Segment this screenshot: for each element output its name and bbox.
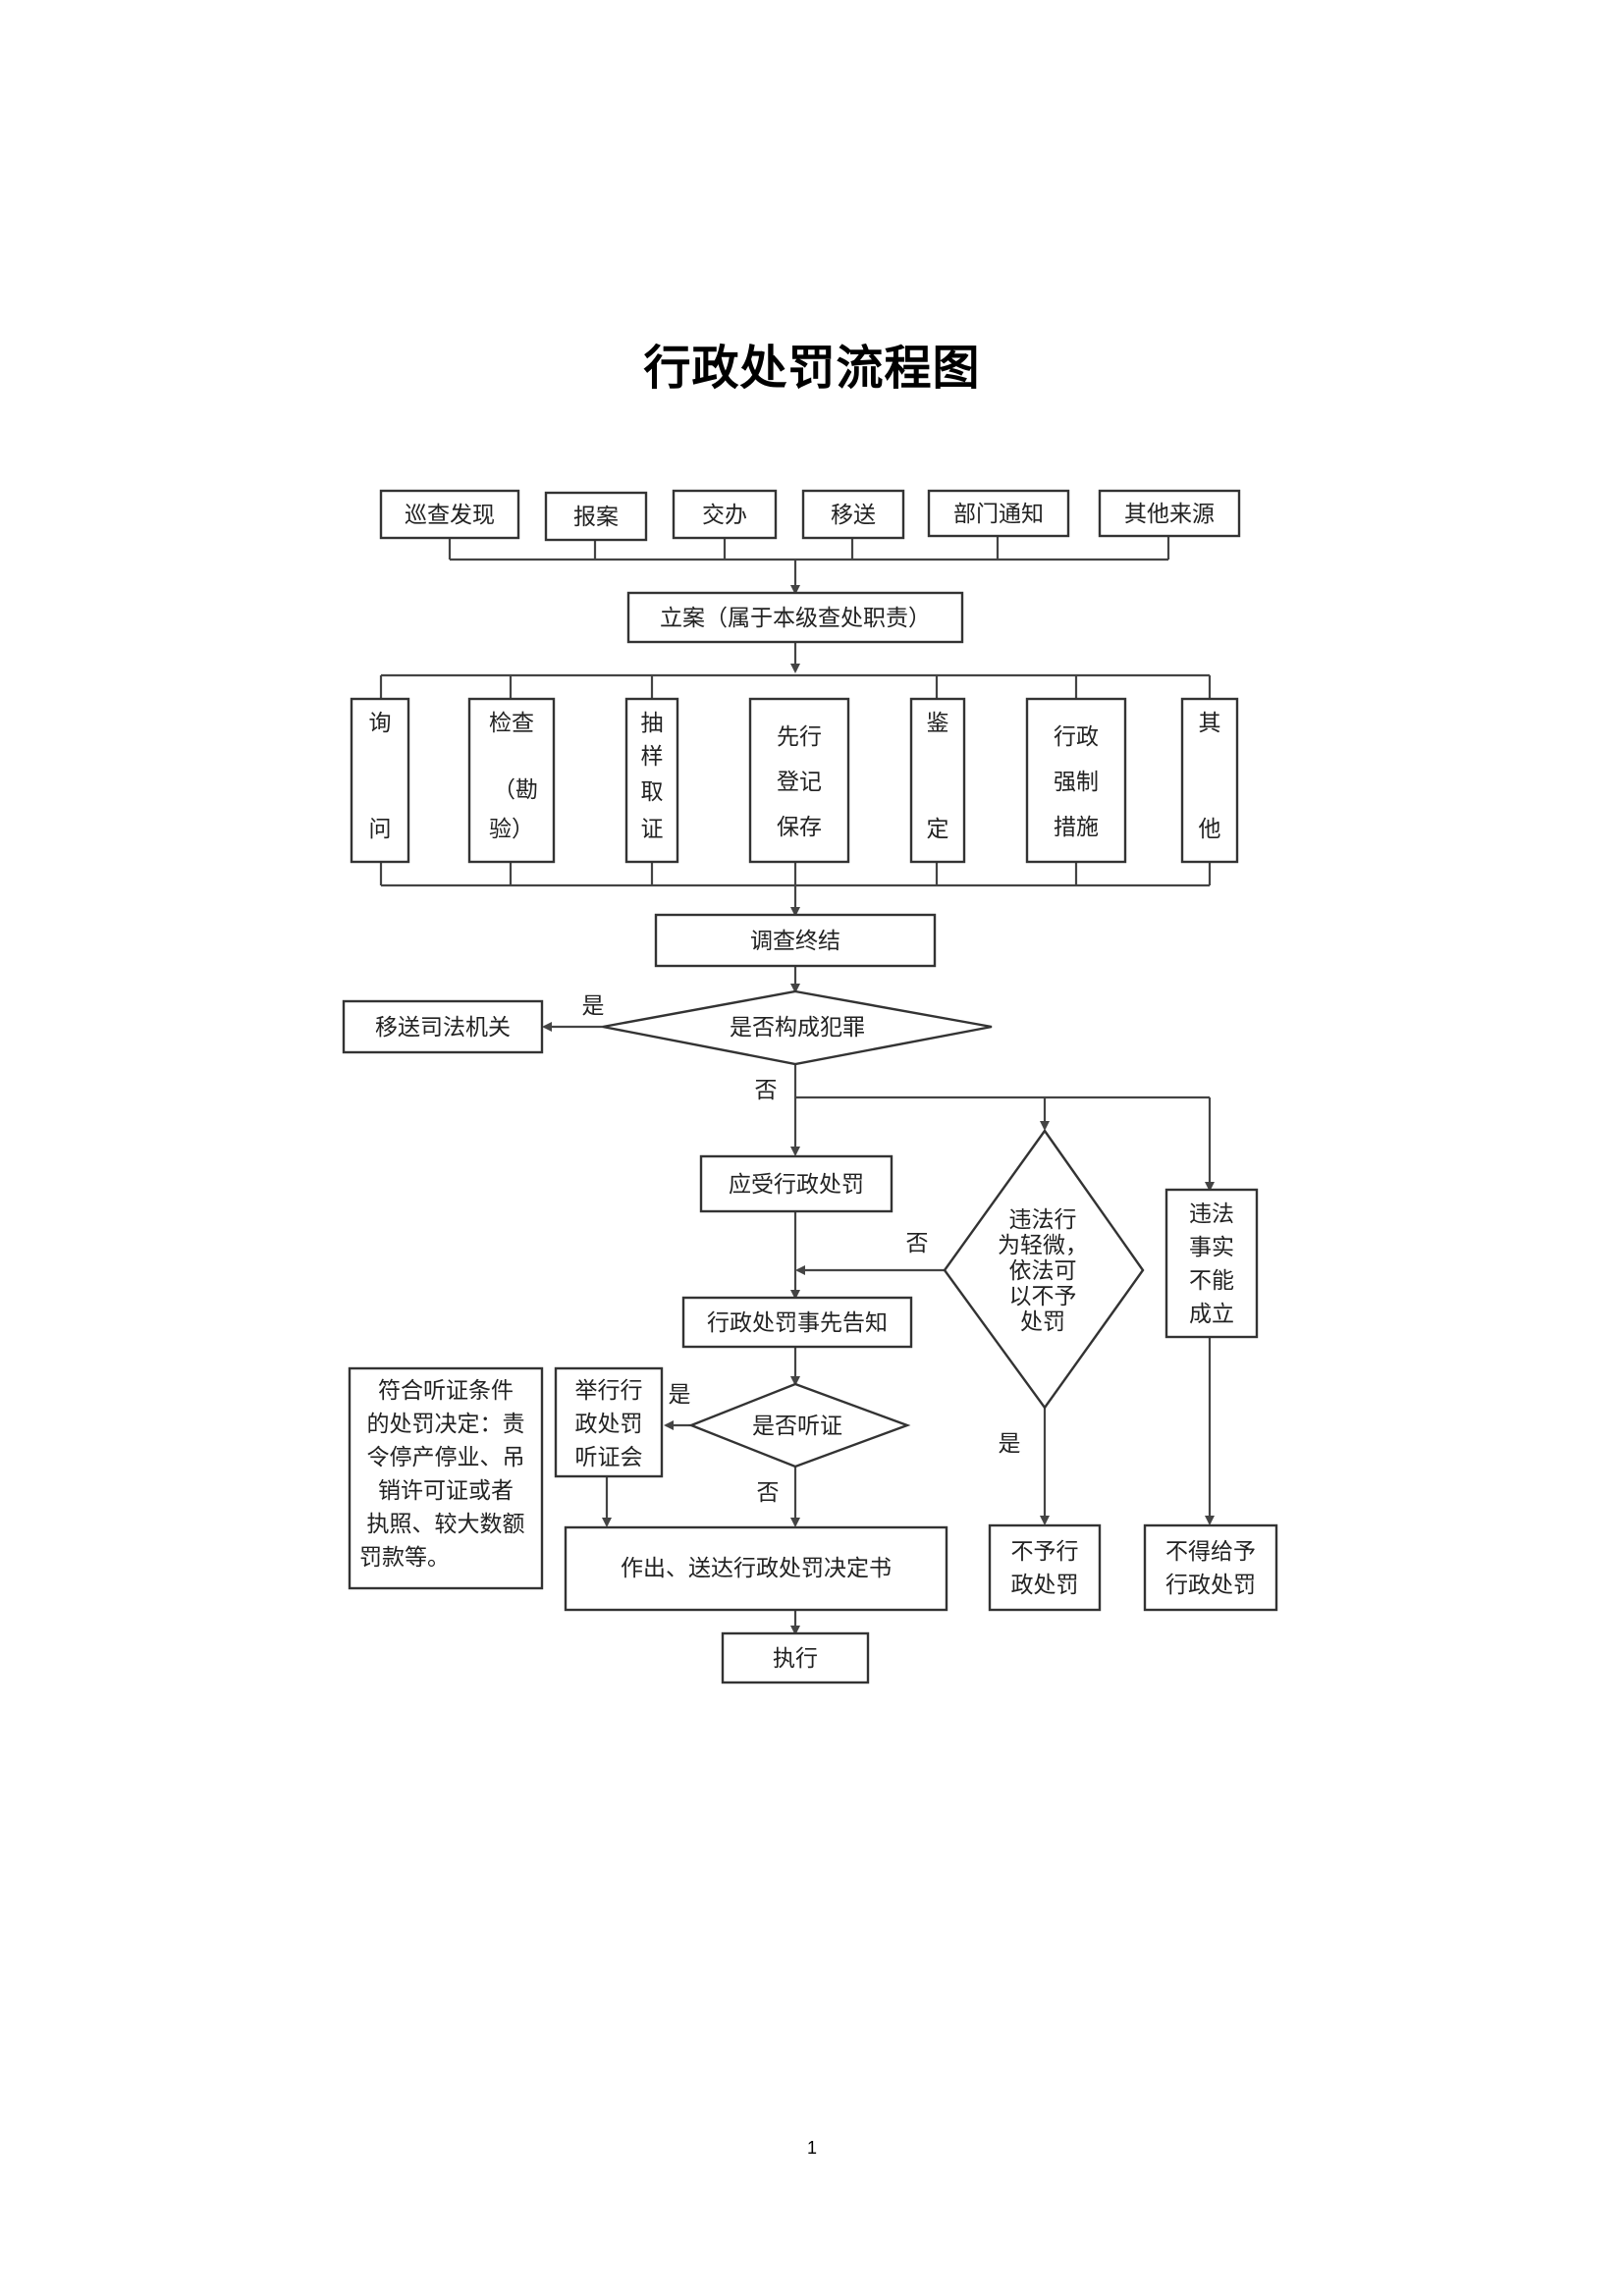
source-patrol-box: [379, 489, 520, 540]
hearing-decision-diamond: [687, 1382, 911, 1468]
filing-box: [626, 591, 964, 644]
prior-notice-box: [681, 1296, 913, 1349]
other-method-label-2: 他: [1199, 817, 1221, 842]
hearing-conditions-line-5: 执照、较大数额: [367, 1512, 525, 1537]
source-report-box: [544, 491, 648, 542]
preserve-box: [748, 697, 850, 864]
coercive-label-1: 行政: [1054, 724, 1099, 750]
facts-unproven-label-1: 违法: [1189, 1201, 1234, 1227]
facts-unproven-label-4: 成立: [1189, 1302, 1234, 1327]
minor-violation-label-3: 依法可: [1009, 1258, 1077, 1284]
source-dept-notice-box: [927, 489, 1070, 538]
hold-hearing-label-1: 举行行: [575, 1378, 643, 1404]
no-punish-label-2: 政处罚: [1011, 1573, 1079, 1598]
hold-hearing-label-3: 听证会: [575, 1445, 643, 1470]
hearing-conditions-line-4: 销许可证或者: [378, 1478, 514, 1504]
preserve-label-1: 先行: [777, 724, 822, 750]
appraisal-label-2: 定: [927, 817, 949, 842]
minor-violation-label-5: 处罚: [1020, 1309, 1065, 1335]
no-punish-box: [988, 1523, 1102, 1612]
crime-question-label: 是否构成犯罪: [730, 1015, 865, 1041]
crime-decision-diamond: [602, 989, 993, 1066]
coercive-box: [1025, 697, 1127, 864]
shapes: [342, 489, 1278, 1684]
judicial-transfer-box: [342, 999, 544, 1054]
source-assigned-box: [672, 489, 778, 540]
not-punish-label-1: 不得给予: [1165, 1539, 1256, 1565]
hearing-conditions-box: [348, 1366, 544, 1590]
facts-unproven-label-2: 事实: [1189, 1235, 1234, 1260]
execute-box: [721, 1631, 870, 1684]
crime-yes-label: 是: [582, 993, 605, 1019]
sampling-label-3: 取: [641, 779, 664, 805]
source-patrol-label: 巡查发现: [405, 503, 495, 528]
inspection-box: [467, 697, 556, 864]
coercive-label-3: 措施: [1054, 815, 1099, 840]
source-dept-notice-label: 部门通知: [953, 502, 1044, 527]
source-other-box: [1098, 489, 1241, 538]
hearing-conditions-line-1: 符合听证条件: [378, 1378, 514, 1404]
inspection-label-1: 检查: [489, 711, 534, 736]
hearing-question-label: 是否听证: [752, 1414, 842, 1439]
sampling-box: [624, 697, 679, 864]
inquiry-box: [350, 697, 410, 864]
decision-label: 作出、送达行政处罚决定书: [621, 1556, 892, 1581]
labels: 巡查发现 报案 交办 移送 部门通知 其他来源 立案（属于本级查处职责） 询 问…: [359, 502, 1256, 1672]
sampling-label-1: 抽: [641, 711, 664, 736]
sampling-label-4: 证: [641, 817, 664, 842]
source-transfer-label: 移送: [831, 503, 876, 528]
minor-violation-diamond: [943, 1128, 1145, 1411]
hearing-conditions-line-3: 令停产停业、吊: [367, 1445, 525, 1470]
inquiry-label-2: 问: [369, 817, 392, 842]
should-punish-box: [699, 1154, 893, 1213]
source-transfer-box: [801, 489, 905, 540]
minor-violation-yes-label: 是: [999, 1431, 1021, 1457]
investigation-end-box: [654, 913, 937, 968]
no-punish-label-1: 不予行: [1011, 1539, 1079, 1565]
minor-violation-no-label: 否: [906, 1231, 929, 1256]
page-title: 行政处罚流程图: [643, 341, 981, 396]
coercive-label-2: 强制: [1054, 770, 1099, 795]
facts-unproven-label-3: 不能: [1189, 1268, 1234, 1294]
should-punish-label: 应受行政处罚: [729, 1172, 864, 1198]
not-punish-box: [1143, 1523, 1278, 1612]
hearing-conditions-line-6: 罚款等。: [359, 1545, 450, 1571]
preserve-label-3: 保存: [777, 815, 822, 840]
inspection-label-3: 验）: [489, 817, 534, 842]
sampling-label-2: 样: [641, 744, 664, 770]
hearing-no-label: 否: [757, 1480, 780, 1506]
not-punish-label-2: 行政处罚: [1165, 1573, 1256, 1598]
hold-hearing-box: [554, 1366, 664, 1478]
inquiry-label-1: 询: [369, 711, 392, 736]
connectors: [379, 536, 1215, 1635]
hearing-conditions-line-2: 的处罚决定：责: [367, 1412, 525, 1437]
hearing-yes-label: 是: [669, 1382, 691, 1408]
filing-label: 立案（属于本级查处职责）: [660, 606, 931, 631]
other-method-label-1: 其: [1199, 711, 1221, 736]
crime-no-label: 否: [755, 1078, 778, 1103]
source-other-label: 其他来源: [1124, 502, 1215, 527]
facts-unproven-box: [1164, 1188, 1259, 1339]
other-method-box: [1180, 697, 1239, 864]
minor-violation-label-2: 为轻微，: [998, 1233, 1088, 1258]
decision-box: [564, 1525, 948, 1612]
investigation-end-label: 调查终结: [750, 929, 840, 954]
source-report-label: 报案: [573, 505, 619, 530]
preserve-label-2: 登记: [777, 770, 822, 795]
appraisal-box: [909, 697, 966, 864]
execute-label: 执行: [773, 1646, 818, 1672]
hold-hearing-label-2: 政处罚: [575, 1412, 643, 1437]
source-assigned-label: 交办: [702, 503, 747, 528]
appraisal-label-1: 鉴: [927, 711, 949, 736]
inspection-label-2: （勘: [493, 777, 538, 803]
minor-violation-label-1: 违法行: [1009, 1207, 1077, 1233]
judicial-transfer-label: 移送司法机关: [375, 1015, 511, 1041]
page-number: 1: [806, 2138, 817, 2158]
prior-notice-label: 行政处罚事先告知: [707, 1310, 888, 1336]
minor-violation-label-4: 以不予: [1009, 1284, 1077, 1309]
